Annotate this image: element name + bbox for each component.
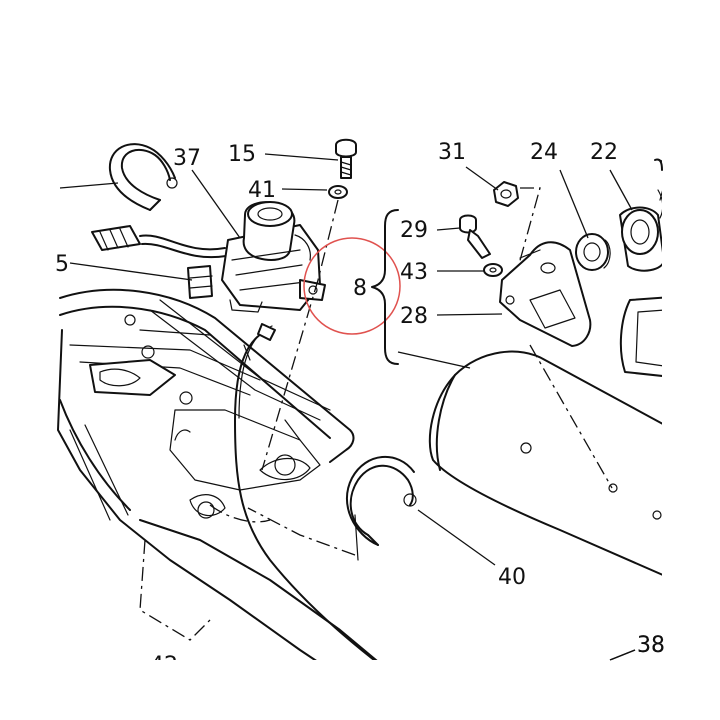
callout-22: 22: [590, 140, 618, 165]
washer-43: [483, 263, 503, 277]
highlight-circle: [303, 237, 401, 335]
callout-31: 31: [438, 140, 466, 165]
tank-cylinder: [428, 344, 720, 601]
callout-24: 24: [530, 140, 558, 165]
bracket-28: [499, 241, 592, 347]
band-clip-upper-left: [108, 143, 178, 211]
leader-lines: [59, 153, 636, 661]
washer-41: [328, 185, 348, 199]
centerline-nut-31: [515, 187, 541, 276]
nut-31: [493, 181, 519, 207]
callout-29: 29: [400, 218, 428, 243]
actuator-motor-37: [221, 201, 326, 313]
band-clip-40: [247, 456, 417, 561]
grommet-24: [575, 233, 611, 271]
callout-37: 37: [173, 146, 201, 171]
callout-15: 15: [228, 142, 256, 167]
crop-mask-right: [662, 0, 720, 720]
bolt-29: [459, 214, 491, 259]
callout-28: 28: [400, 304, 428, 329]
crop-mask-bottom: [0, 660, 720, 720]
callout-43: 43: [400, 260, 428, 285]
callout-38-edge: 38: [637, 633, 665, 658]
callout-5-partial: 5: [55, 252, 69, 277]
control-cable: [234, 323, 421, 701]
callout-41: 41: [248, 178, 276, 203]
callout-38-partial: 38: [637, 633, 665, 658]
hull-deck: [57, 288, 431, 720]
wire-harness-connector: [91, 225, 227, 299]
callout-8: 8: [353, 276, 367, 301]
callout-40: 40: [498, 565, 526, 590]
cap-22: [619, 159, 667, 272]
group-brace-8: [371, 209, 399, 365]
bolt-15: [335, 138, 357, 179]
centerline-bolt-15: [261, 199, 339, 471]
